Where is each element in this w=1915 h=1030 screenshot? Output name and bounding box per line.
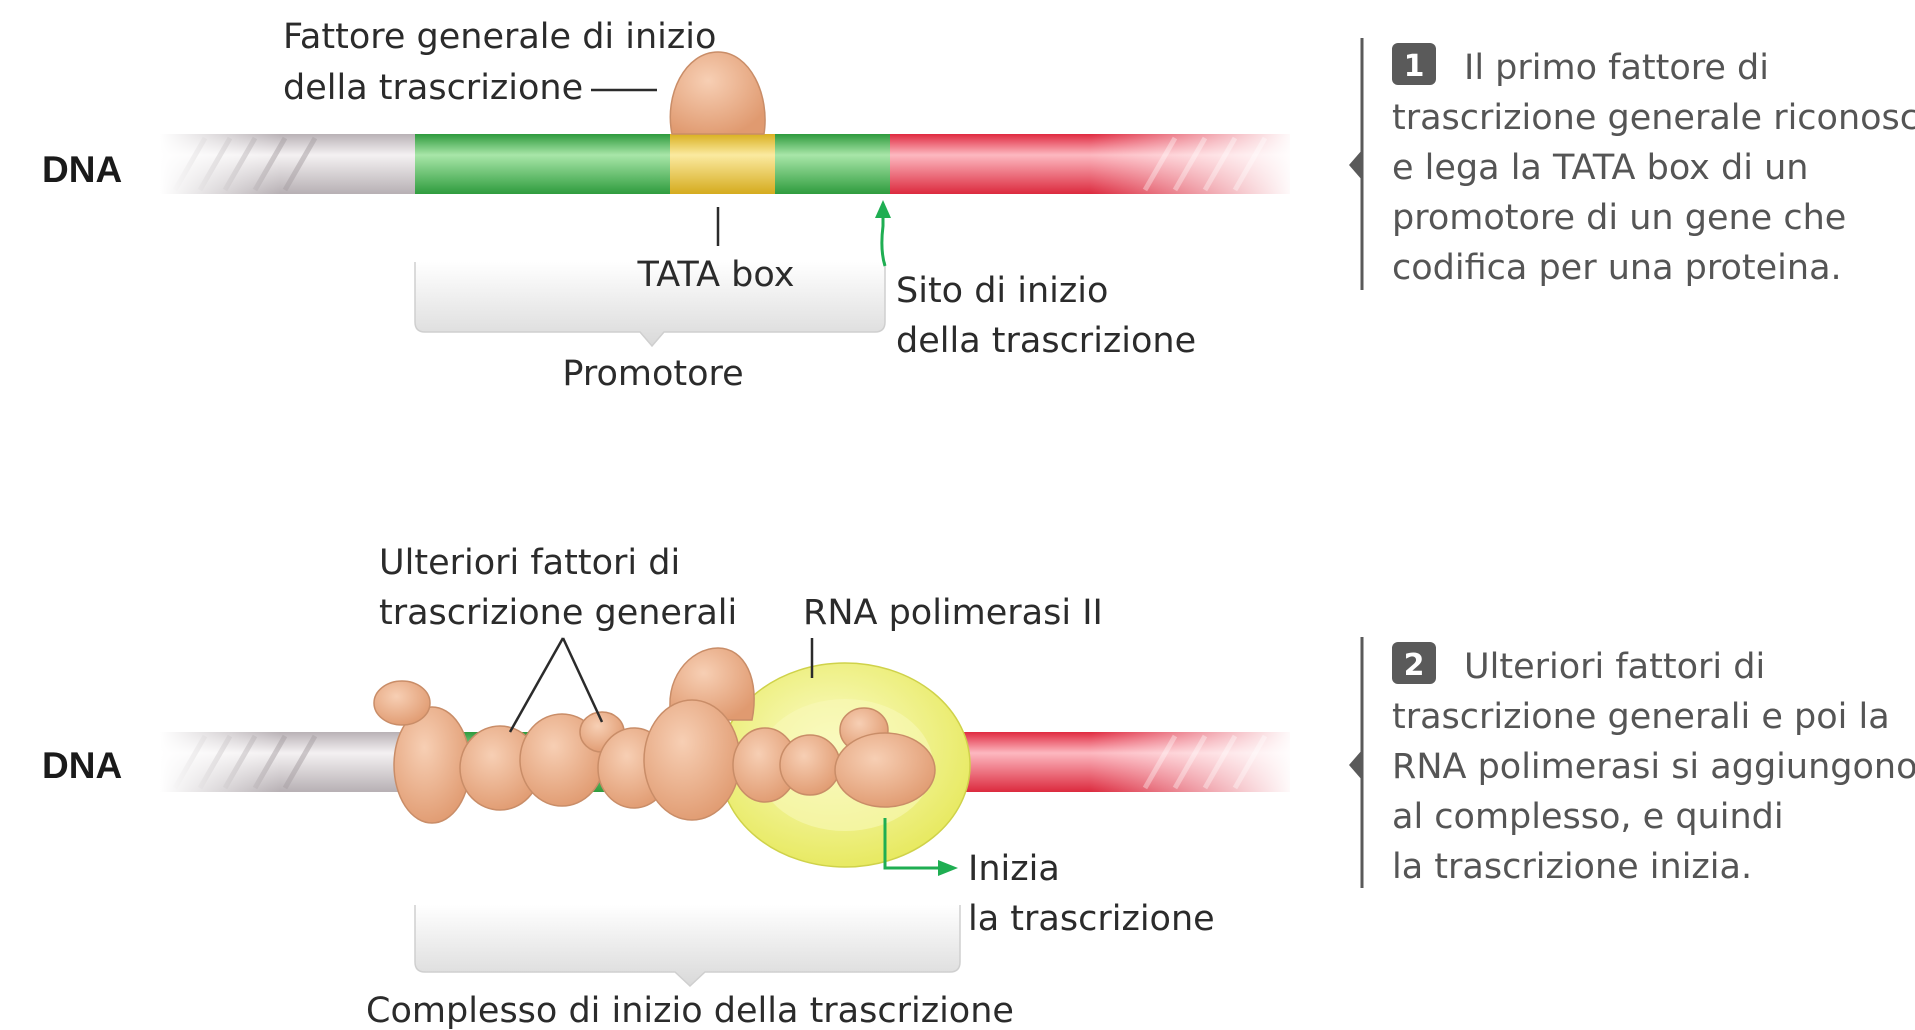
complex-label: Complesso di inizio della trascrizione — [366, 991, 1014, 1030]
start-site-label-line2: della trascrizione — [896, 321, 1196, 361]
promoter-bracket — [414, 262, 886, 348]
protein-blob — [373, 680, 431, 726]
start-site-arrowhead — [875, 200, 891, 218]
caption-pointer — [1349, 150, 1362, 180]
dna-strand — [160, 130, 1295, 198]
factors-label-line1: Ulteriori fattori di — [379, 543, 680, 583]
caption-1: 1 Il primo fattore di trascrizione gener… — [1349, 38, 1915, 290]
caption-line: RNA polimerasi si aggiungono — [1392, 747, 1915, 787]
tata-box-region — [670, 134, 775, 194]
caption-line: Il primo fattore di — [1464, 48, 1769, 88]
caption-line: trascrizione generale riconosce — [1392, 98, 1915, 138]
factor-label-line2: della trascrizione — [283, 68, 583, 108]
caption-2: 2 Ulteriori fattori di trascrizione gene… — [1349, 637, 1915, 888]
caption-line: promotore di un gene che — [1392, 198, 1846, 238]
begin-label-line1: Inizia — [968, 849, 1060, 889]
caption-line: trascrizione generali e poi la — [1392, 697, 1890, 737]
caption-line: Ulteriori fattori di — [1464, 647, 1765, 687]
caption-pointer — [1349, 750, 1362, 780]
caption-line: al complesso, e quindi — [1392, 797, 1784, 837]
step-number: 1 — [1404, 49, 1425, 84]
transcription-begin-arrowhead — [938, 860, 958, 876]
transcription-begin-arrow — [883, 818, 940, 870]
tata-box-label: TATA box — [637, 255, 795, 295]
complex-bracket — [414, 905, 961, 988]
factors-leader-line — [561, 637, 604, 723]
promoter-label: Promotore — [562, 354, 743, 394]
promoter-region-right — [775, 134, 890, 194]
start-site-label-line1: Sito di inizio — [896, 271, 1108, 311]
protein-blob — [834, 732, 936, 808]
begin-label-line2: la trascrizione — [968, 899, 1215, 939]
step-number: 2 — [1404, 648, 1425, 683]
protein-blob — [779, 734, 841, 796]
dna-label: DNA — [42, 745, 122, 786]
caption-line: la trascrizione inizia. — [1392, 847, 1752, 887]
polymerase-label: RNA polimerasi II — [803, 593, 1103, 633]
factor-label-line1: Fattore generale di inizio — [283, 17, 716, 57]
step-number-badge — [1392, 642, 1436, 684]
caption-line: e lega la TATA box di un — [1392, 148, 1808, 188]
start-site-arrow — [880, 214, 887, 267]
dna-label: DNA — [42, 149, 122, 190]
factors-leader-line — [508, 637, 565, 733]
step-number-badge — [1392, 43, 1436, 85]
protein-blob — [643, 699, 741, 821]
promoter-region — [415, 134, 670, 194]
panel-2: DNA Ulter — [42, 543, 1295, 1030]
caption-line: codifica per una proteina. — [1392, 248, 1842, 288]
transcription-factor-cluster — [373, 647, 936, 824]
factors-label-line2: trascrizione generali — [379, 593, 737, 633]
general-factor-blob — [669, 51, 766, 135]
panel-1: DNA Fattore generale di inizio della tra… — [42, 17, 1295, 394]
